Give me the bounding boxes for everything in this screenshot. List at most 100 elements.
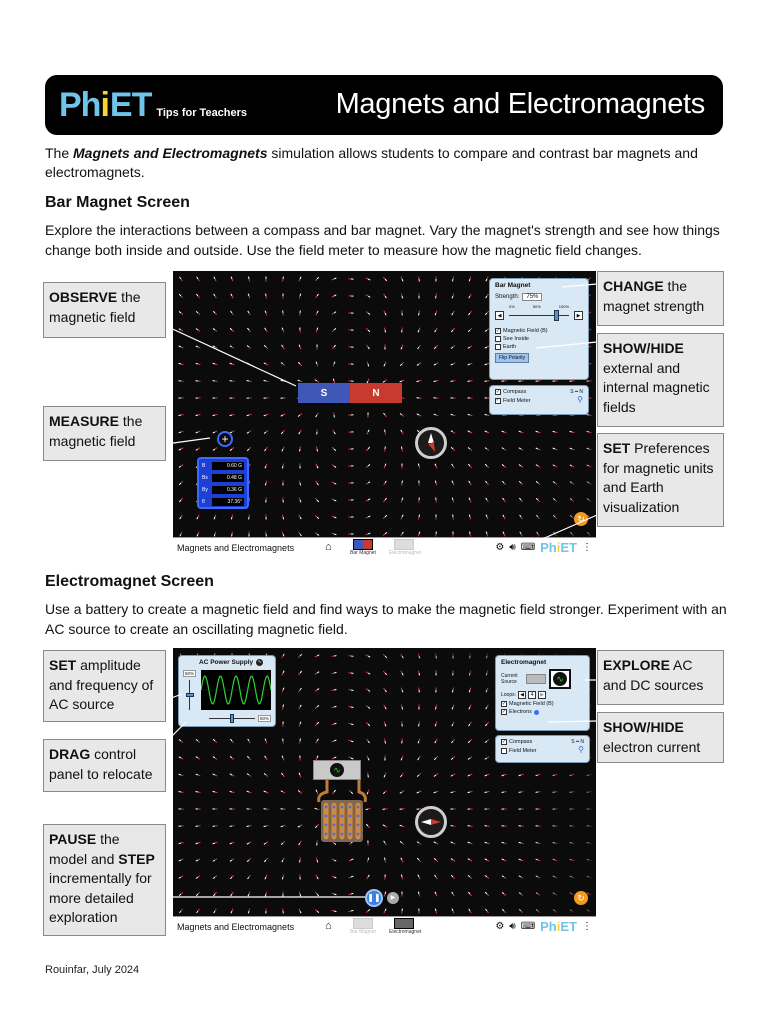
step-forward-button[interactable]: ▶ [387,892,399,904]
callout-bold: PAUSE [49,831,97,847]
meter-label: θ [202,499,205,505]
compass[interactable] [415,806,447,838]
phet-menu-logo[interactable]: PhiET [540,919,577,934]
intro-paragraph: The Magnets and Electromagnets simulatio… [45,144,725,182]
callout-bold: STEP [118,850,155,867]
electromagnet-description: Use a battery to create a magnetic field… [45,601,727,637]
check-icon: ✓ [495,327,501,334]
checkbox-compass[interactable]: ✓Compass [495,389,526,395]
electromagnet-sim[interactable]: AC Power Supply ∿ 50% 50% ∿ Electromagne… [173,648,596,936]
callout-bold: SHOW/HIDE [603,719,684,735]
nav-screen-electromagnet[interactable]: Electromagnet [389,917,421,935]
callout-bold: SHOW/HIDE [603,340,684,356]
callout-text: the model and [49,831,120,867]
callout-pause-step: PAUSE the model and STEP incrementally f… [43,824,166,936]
meter-label: Bx [202,475,208,481]
callout-bold: OBSERVE [49,289,118,305]
gear-icon[interactable]: ⚙ [495,542,505,553]
checkbox-see-inside[interactable]: See Inside [495,336,583,342]
pause-button[interactable]: ❚❚ [365,889,383,907]
decrease-arrow-icon[interactable]: ◀ [495,311,504,320]
slider-tick: 100% [558,304,569,309]
callout-set-preferences: SET Preferences for magnetic units and E… [597,433,724,527]
home-icon[interactable]: ⌂ [325,541,332,553]
ac-source-box[interactable]: ∿ [313,760,361,780]
callout-text: amplitude and frequency of AC source [49,657,154,712]
page-title: Magnets and Electromagnets [335,88,706,120]
keyboard-icon[interactable]: ⌨ [520,921,536,932]
sim-navbar: Magnets and Electromagnets ⌂ Bar Magnet … [173,916,596,936]
compass[interactable] [415,427,447,459]
callout-text: electron current [603,738,701,755]
checkbox-field-meter[interactable]: ✓Field Meter [495,397,531,404]
sound-icon[interactable]: 🔊︎ [509,921,516,932]
nav-screen-bar-magnet[interactable]: Bar Magnet [348,538,378,556]
checkbox-compass[interactable]: ✓Compass [501,739,532,745]
callout-measure: MEASURE the magnetic field [43,406,166,461]
checkbox-label: See Inside [503,336,529,342]
keyboard-icon[interactable]: ⌨ [520,542,536,553]
electromagnet-thumbnail [394,918,414,929]
frequency-slider-thumb[interactable] [230,714,234,723]
callout-bold: DRAG [49,746,91,762]
callout-text: control panel to relocate [49,746,153,782]
gear-icon[interactable]: ⚙ [495,921,505,932]
slider-thumb[interactable] [553,310,559,321]
field-meter-probe-icon[interactable]: + [217,431,233,447]
reset-all-icon[interactable]: ↻ [574,891,588,905]
nav-screen-bar-magnet[interactable]: Bar Magnet [348,917,378,935]
phet-menu-logo[interactable]: PhiET [540,540,577,555]
callout-text: Preferences for magnetic units and Earth… [603,440,714,515]
sound-icon[interactable]: 🔊︎ [509,542,516,553]
increase-loops-icon[interactable]: ▶ [538,691,547,699]
nav-screen-electromagnet[interactable]: Electromagnet [389,538,421,556]
bar-magnet-heading: Bar Magnet Screen [45,194,190,211]
bar-magnet[interactable]: S N [298,383,402,403]
more-vertical-icon[interactable]: ⋮ [582,542,592,553]
checkbox-magnetic-field[interactable]: ✓Magnetic Field (B) [495,328,583,334]
decrease-loops-icon[interactable]: ◀ [518,691,527,699]
tools-panel[interactable]: ✓Compass S ━ N ✓Field Meter ⚲ [489,385,589,415]
location-pin-icon: ⚲ [578,745,584,754]
checkbox-earth[interactable]: Earth [495,344,583,350]
magnet-north-pole: N [350,383,402,403]
check-icon: ✓ [501,708,507,715]
empty-box-icon [501,747,507,754]
electromagnet-panel[interactable]: Electromagnet Current Source ∿ Loops: ◀ … [495,655,590,731]
strength-slider[interactable]: ◀ ▶ [495,310,583,322]
callout-drag: DRAG control panel to relocate [43,739,166,792]
reset-all-icon[interactable]: ↻ [574,512,588,526]
intro-prefix: The [45,145,74,161]
electromagnet-coil[interactable] [313,780,373,850]
flip-polarity-button[interactable]: Flip Polarity [495,353,530,363]
callout-bold: CHANGE [603,278,664,294]
checkbox-electrons[interactable]: ✓Electrons [501,709,584,715]
increase-arrow-icon[interactable]: ▶ [574,311,583,320]
checkbox-label: Compass [503,389,527,395]
checkbox-label: Compass [509,739,533,745]
logo-ph: Ph [59,86,101,124]
checkbox-magnetic-field[interactable]: ✓Magnetic Field (B) [501,701,584,707]
home-icon[interactable]: ⌂ [325,920,332,932]
bar-magnet-panel[interactable]: Bar Magnet Strength: 75% 0% 50% 100% ◀ ▶… [489,278,589,380]
nav-sim-title: Magnets and Electromagnets [177,542,295,553]
dc-battery-icon[interactable] [526,674,546,684]
more-vertical-icon[interactable]: ⋮ [582,921,592,932]
ac-power-supply-panel[interactable]: AC Power Supply ∿ 50% 50% [178,655,276,727]
loops-value: 4 [528,691,537,699]
compass-needle-icon [428,433,436,453]
ac-source-button[interactable]: ∿ [549,669,571,689]
amplitude-value: 50% [183,670,197,677]
callout-text: the magnetic field [49,289,141,325]
logo-i: i [100,86,110,124]
panel-title: AC Power Supply [199,659,254,666]
tools-panel[interactable]: ✓Compass S ━ N Field Meter ⚲ [495,735,590,763]
bar-magnet-description: Explore the interactions between a compa… [45,222,720,258]
checkbox-field-meter[interactable]: Field Meter [501,747,537,754]
amplitude-slider-thumb[interactable] [186,693,194,697]
